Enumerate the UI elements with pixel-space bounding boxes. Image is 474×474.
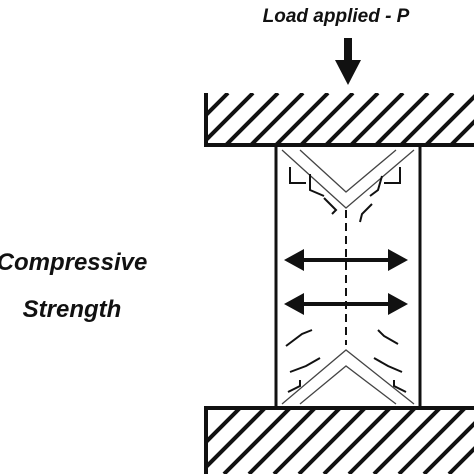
specimen bbox=[274, 147, 422, 406]
upper-shear-cone bbox=[281, 149, 415, 209]
crack-marks bbox=[285, 167, 407, 393]
bottom-platen-hatching bbox=[206, 408, 474, 474]
lower-shear-cone bbox=[281, 349, 415, 405]
bottom-platen bbox=[204, 406, 474, 474]
load-label: Load applied - P bbox=[263, 6, 410, 27]
double-headed-arrow-icon bbox=[284, 249, 408, 271]
strength-label-line1: Compressive bbox=[0, 249, 147, 276]
double-headed-arrow-icon bbox=[284, 293, 408, 315]
top-platen-hatching bbox=[206, 93, 474, 145]
load-arrow-icon bbox=[335, 38, 361, 85]
top-platen bbox=[204, 93, 474, 147]
strength-label-line2: Strength bbox=[23, 296, 122, 323]
